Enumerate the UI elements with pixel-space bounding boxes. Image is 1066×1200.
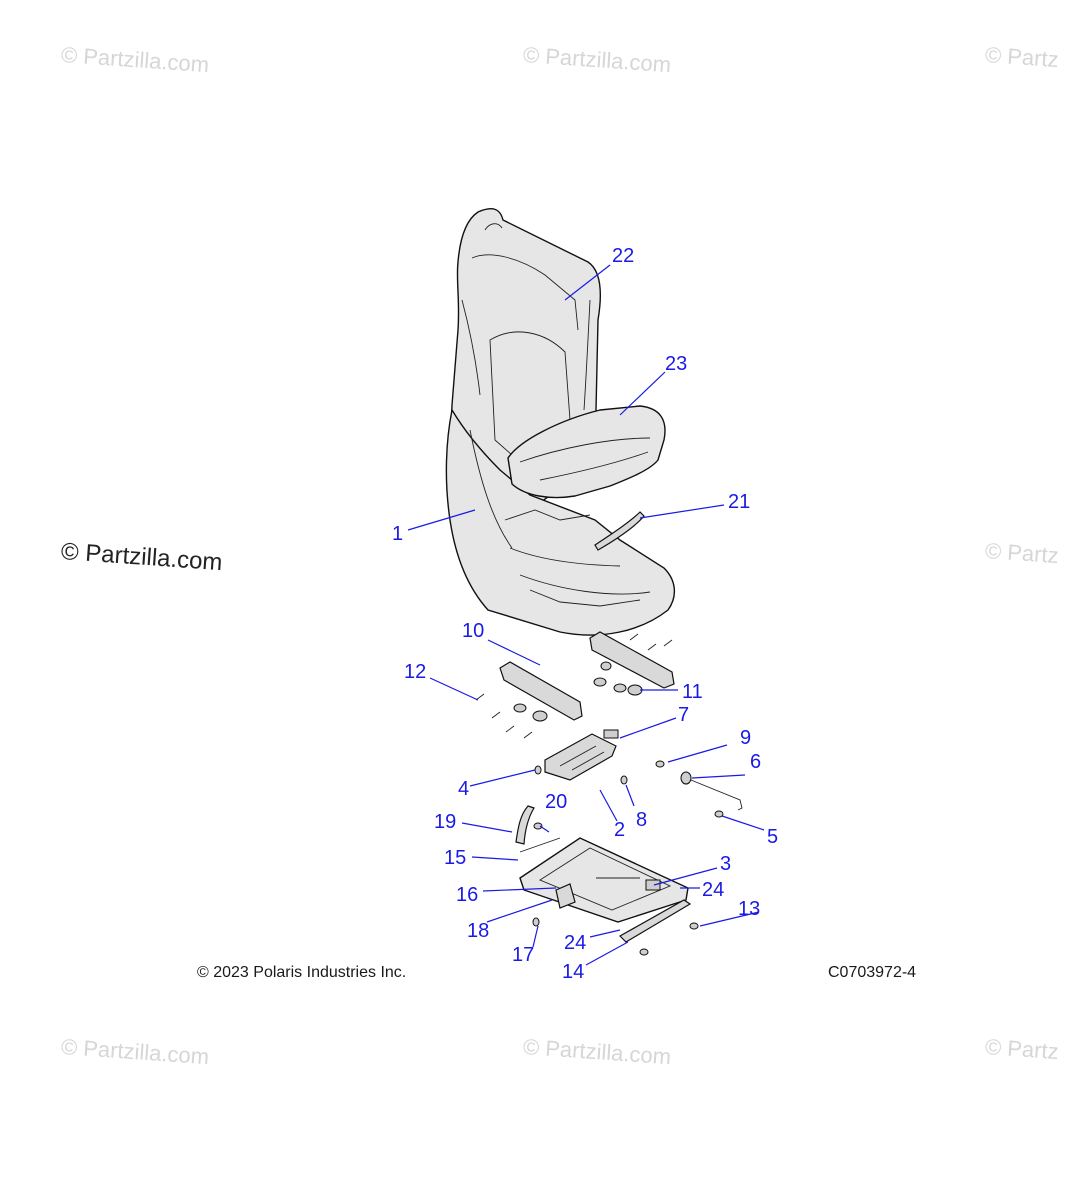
callout-4: 4 (458, 778, 469, 800)
callout-24: 24 (564, 932, 586, 954)
callout-7: 7 (678, 704, 689, 726)
callout-17: 17 (512, 944, 534, 966)
callout-14: 14 (562, 961, 584, 983)
callout-labels: 22 23 1 21 10 12 11 7 9 6 5 4 2 8 20 19 … (392, 245, 778, 983)
mounting-rails (499, 631, 675, 721)
callout-13: 13 (738, 898, 760, 920)
callout-16: 16 (456, 884, 478, 906)
rail-hardware (475, 633, 673, 739)
diagram-code: C0703972-4 (828, 964, 917, 981)
slider-base (519, 837, 689, 923)
callout-15: 15 (444, 847, 466, 869)
seat-shell (445, 408, 675, 636)
mount-plate (544, 729, 619, 781)
small-hardware (532, 765, 628, 927)
callout-20: 20 (545, 791, 567, 813)
callout-11: 11 (682, 681, 703, 703)
bolt (689, 922, 699, 930)
copyright-notice: © 2023 Polaris Industries Inc. (197, 964, 407, 981)
callout-23: 23 (665, 353, 687, 375)
callout-19: 19 (434, 811, 456, 833)
callout-1: 1 (392, 523, 403, 545)
callout-5: 5 (767, 826, 778, 848)
leader-lines (407, 264, 765, 966)
seat-strap (594, 511, 645, 551)
callout-12: 12 (404, 661, 426, 683)
callout-6: 6 (750, 751, 761, 773)
callout-21: 21 (728, 491, 750, 513)
slider-rail (619, 899, 692, 943)
callout-8: 8 (636, 809, 647, 831)
handle (515, 805, 535, 845)
callout-10: 10 (462, 620, 484, 642)
callout-3: 3 (720, 853, 731, 875)
callout-24: 24 (702, 879, 724, 901)
bolt (639, 948, 649, 956)
callout-9: 9 (740, 727, 751, 749)
seat-cushion (507, 405, 666, 499)
callout-2: 2 (614, 819, 625, 841)
callout-18: 18 (467, 920, 489, 942)
callout-22: 22 (612, 245, 634, 267)
latch-rod (655, 760, 743, 818)
